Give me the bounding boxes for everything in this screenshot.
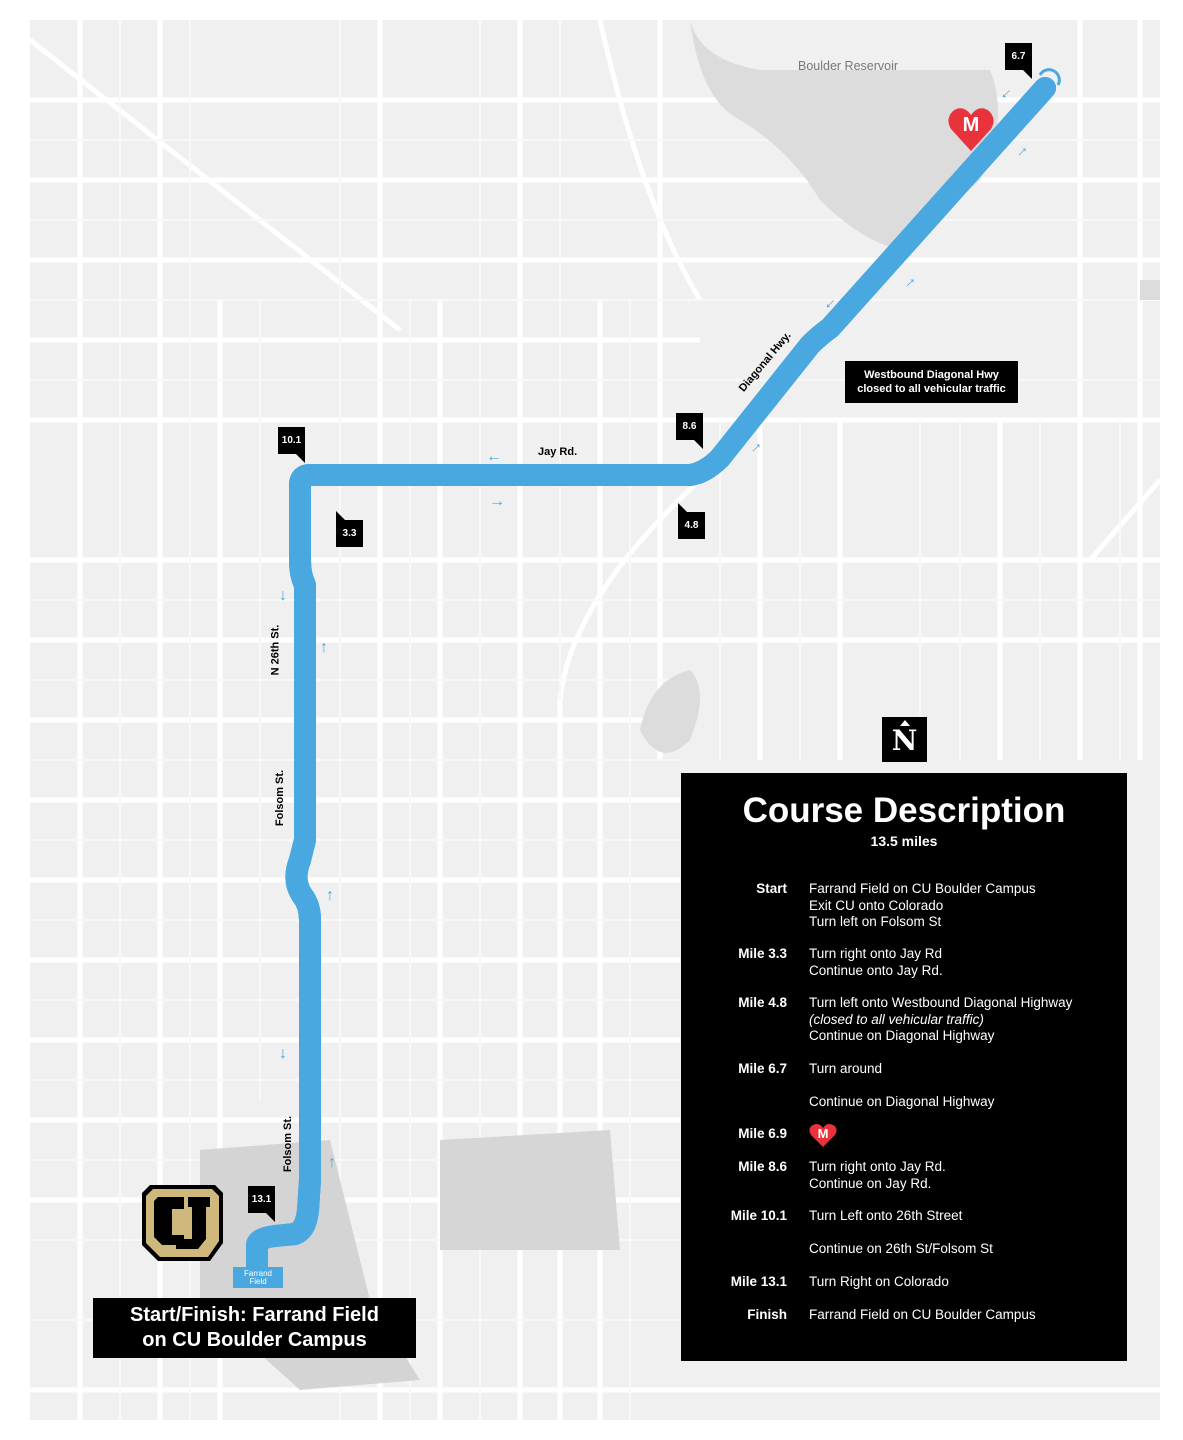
course-row-text: Turn left onto Westbound Diagonal Highwa… [809,995,1072,1045]
start-finish-line2: on CU Boulder Campus [142,1329,367,1351]
course-row-label: Mile 8.6 [738,1159,787,1174]
start-finish-label: Start/Finish: Farrand Field on CU Boulde… [93,1298,416,1358]
course-row-label: Finish [747,1307,787,1322]
course-row-line: Exit CU onto Colorado [809,897,944,913]
folsom-label-1: Folsom St. [274,769,287,827]
start-finish-line1: Start/Finish: Farrand Field [130,1304,379,1326]
course-row-line: Turn left on Folsom St [809,914,942,929]
map-edge [1140,280,1160,300]
course-row-line: Continue on Jay Rd. [809,1175,932,1191]
course-row-text: Turn Right on Colorado [809,1274,949,1291]
course-title: Course Description [742,791,1066,830]
route-arrow-up: ↑ [320,639,328,656]
route-arrow-down: ↓ [279,1045,287,1062]
mile-marker-3-3: 3.3 [336,511,363,547]
course-row-line: Continue on Diagonal Highway [809,1028,995,1043]
mile-marker-4-8: 4.8 [678,503,705,539]
mile-marker-6-7: 6.7 [1005,43,1032,79]
route-arrow-down: ↓ [279,587,287,604]
reservoir-lake [690,20,998,250]
course-row-label: Mile 4.8 [738,995,787,1010]
closure-line1: Westbound Diagonal Hwy [864,369,999,381]
medical-heart-icon: M [947,105,995,153]
course-row-label: Mile 6.7 [738,1061,787,1076]
course-row-line: (closed to all vehicular traffic) [809,1011,984,1027]
route-arrow-up: ↑ [326,887,334,904]
pond [640,670,700,753]
course-row-label: Mile 13.1 [730,1274,787,1289]
course-row-label: Mile 10.1 [730,1208,787,1223]
course-row-line: Turn right onto Jay Rd. [809,1159,946,1174]
north-arrow-icon: N [882,717,927,762]
course-row-line: Farrand Field on CU Boulder Campus [809,881,1036,896]
course-row-label: Start [756,881,787,896]
mile-marker-13-1: 13.1 [248,1186,275,1222]
north-label: N [891,724,918,757]
closure-line2: closed to all vehicular traffic [857,383,1006,395]
course-row-text: Continue on Diagonal Highway [809,1094,994,1111]
course-distance: 13.5 miles [870,833,938,849]
streets [28,19,1162,1420]
course-row-text: Continue on 26th St/Folsom St [809,1241,993,1258]
reservoir-label: Boulder Reservoir [798,59,899,73]
course-row-line: Turn Left onto 26th Street [809,1208,963,1223]
cu-logo [140,1183,225,1268]
route-arrow-west: ← [486,448,502,465]
farrand-line2: Field [249,1277,267,1286]
course-row-line: Turn Right on Colorado [809,1274,949,1289]
medical-label: M [962,114,980,136]
course-row-line: Turn right onto Jay Rd [809,946,943,961]
course-row-line: Continue on 26th St/Folsom St [809,1241,993,1256]
park-area [440,1130,620,1250]
course-row-line: Farrand Field on CU Boulder Campus [809,1307,1036,1322]
route-arrow-up: ↑ [328,1154,336,1171]
course-row-label: Mile 3.3 [738,946,787,961]
farrand-field-marker: Farrand Field [233,1267,283,1288]
folsom-label-2: Folsom St. [282,1115,295,1173]
medical-heart-icon: M [809,1123,837,1147]
course-row-line: Continue on Diagonal Highway [809,1094,995,1109]
course-row-text: Turn right onto Jay Rd.Continue on Jay R… [809,1159,946,1192]
course-row-label: Mile 6.9 [738,1126,787,1141]
course-row-text: M [809,1126,837,1150]
course-row-text: Farrand Field on CU Boulder Campus [809,1307,1036,1324]
farrand-line1: Farrand [243,1269,272,1278]
turnaround-icon [1038,68,1061,86]
closure-notice: Westbound Diagonal Hwy closed to all veh… [845,361,1018,403]
mile-marker-8-6: 8.6 [676,413,703,449]
course-row-text: Turn Left onto 26th Street [809,1208,962,1225]
race-route [246,77,1056,1286]
course-row-line: Turn left onto Westbound Diagonal Highwa… [809,995,1073,1010]
course-row-line: Turn around [809,1061,883,1076]
mile-marker-10-1: 10.1 [278,427,305,463]
course-row-line: Continue onto Jay Rd. [809,962,943,978]
jay-road-label: Jay Rd. [538,446,578,458]
course-row-text: Turn around [809,1061,882,1078]
route-arrow-east: → [489,493,505,510]
n26th-label: N 26th St. [269,624,282,676]
